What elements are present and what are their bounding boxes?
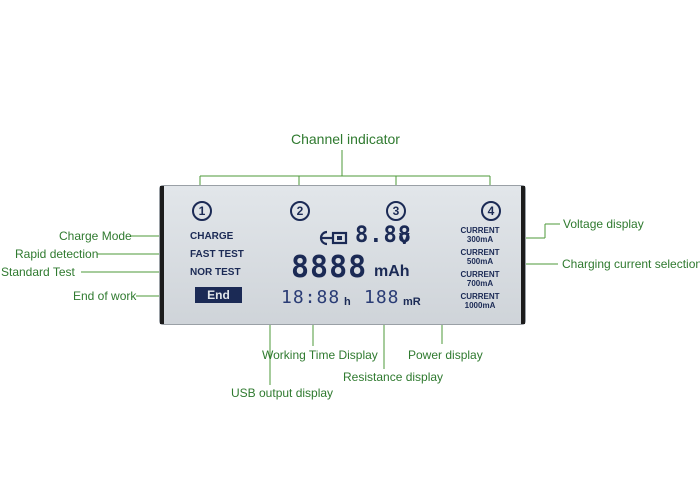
label-standard-test: Standard Test [1,265,75,279]
label-working-time-display: Working Time Display [262,348,378,362]
time-value: 18:88 [281,287,341,308]
current-option-label: CURRENT [460,270,500,279]
channel-1-indicator: 1 [192,201,212,221]
label-power-display: Power display [408,348,483,362]
current-option-value: 1000mA [464,301,496,310]
capacity-value: 8888 [291,250,368,285]
current-option-label: CURRENT [460,226,500,235]
label-rapid-detection: Rapid detection [15,247,99,261]
label-voltage-display: Voltage display [563,217,644,231]
voltage-unit: V [399,231,410,248]
current-option-300: CURRENT 300mA [455,226,505,244]
current-option-label: CURRENT [460,248,500,257]
mode-end: End [195,287,242,303]
mode-nor-test: NOR TEST [190,267,241,278]
time-unit: h [344,296,351,308]
usb-icon [319,230,348,246]
label-end-of-work: End of work [73,289,137,303]
label-charge-mode: Charge Mode [59,229,132,243]
channel-2-indicator: 2 [290,201,310,221]
mode-charge: CHARGE [190,231,234,242]
current-option-value: 700mA [466,279,494,288]
lcd-left-edge [160,186,164,324]
label-usb-output-display: USB output display [231,386,334,400]
label-resistance-display: Resistance display [343,370,444,384]
current-option-700: CURRENT 700mA [455,270,505,288]
current-option-value: 500mA [466,257,494,266]
resistance-unit: mR [403,296,421,308]
voltage-value: 8.88 [355,223,412,248]
current-option-500: CURRENT 500mA [455,248,505,266]
current-option-label: CURRENT [460,292,500,301]
current-option-value: 300mA [466,235,494,244]
channel-3-indicator: 3 [386,201,406,221]
mode-fast-test: FAST TEST [190,249,244,260]
label-charging-current-selection: Charging current selection [562,257,700,271]
current-option-1000: CURRENT 1000mA [455,292,505,310]
capacity-unit: mAh [374,263,410,280]
lcd-right-edge [521,186,525,324]
label-channel-indicator: Channel indicator [291,131,400,147]
channel-4-indicator: 4 [481,201,501,221]
resistance-value: 188 [364,287,400,308]
